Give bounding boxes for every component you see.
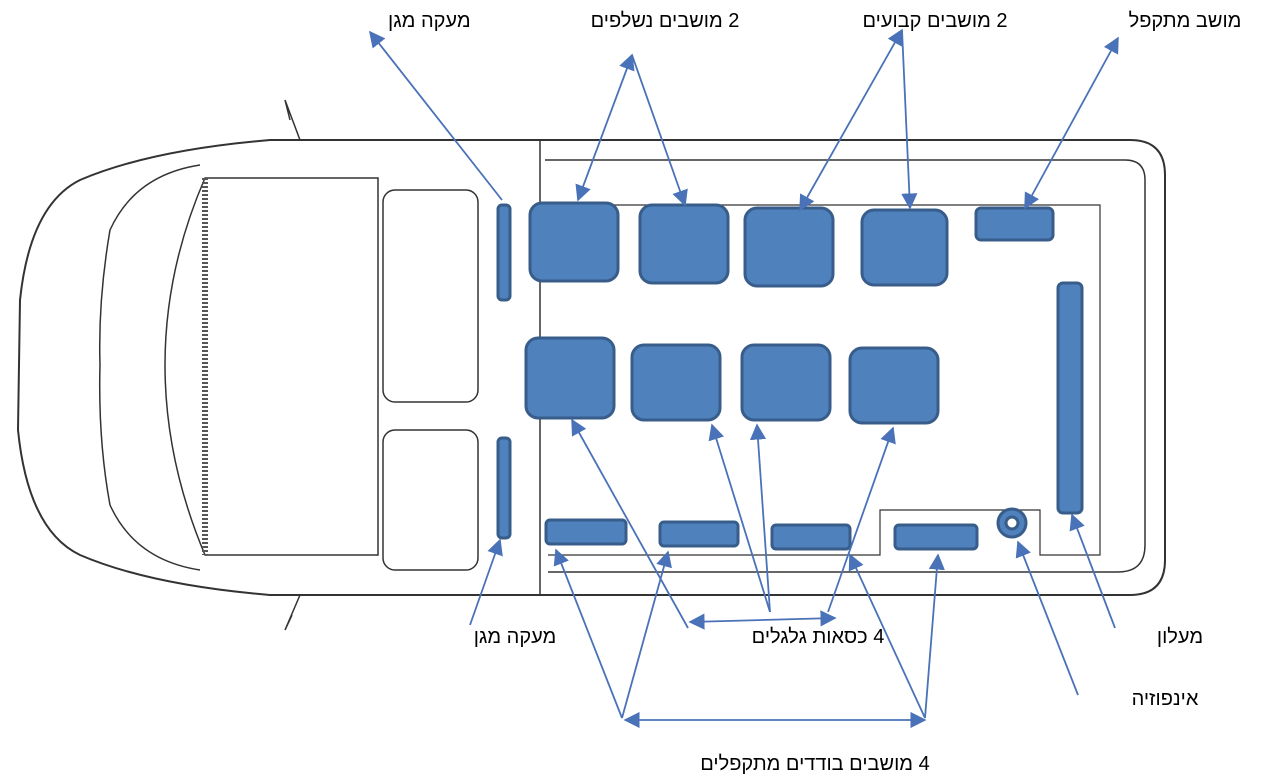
arrow-rail-top — [368, 30, 503, 201]
arrow-fixed-1 — [799, 28, 903, 212]
single-folding-seat-2 — [658, 520, 740, 548]
arrow-infusion — [1015, 540, 1079, 696]
label-folding-seat: מושב מתקפל — [1129, 10, 1242, 32]
single-folding-seat-1 — [544, 518, 628, 546]
arrow-fixed-2 — [901, 29, 918, 210]
single-folding-seat-3 — [770, 523, 852, 551]
wheelchair-4 — [848, 346, 940, 425]
arrow-wheel-4 — [827, 426, 896, 613]
passenger-seat — [382, 429, 479, 571]
label-stretcher: מעלון — [1157, 626, 1203, 648]
label-wheelchairs: 4 כסאות גלגלים — [752, 626, 885, 648]
cargo-body-outline — [540, 139, 1166, 596]
guard-rail-top — [496, 203, 512, 302]
labels: מעקה מגן 2 מושבים נשלפים 2 מושבים קבועים… — [388, 10, 1241, 775]
cargo-inner-outline — [545, 159, 1146, 573]
arrow-single-1 — [553, 548, 623, 719]
label-swivel-seats: 2 מושבים נשלפים — [591, 10, 740, 32]
arrow-swivel-1 — [575, 53, 635, 202]
fixed-seat-2 — [860, 208, 949, 287]
arrow-wheel-3 — [749, 423, 771, 613]
label-infusion: אינפוזיה — [1132, 688, 1199, 710]
arrow-folding — [1024, 36, 1119, 210]
arrow-single-4 — [924, 553, 945, 719]
hood-outline — [98, 164, 201, 571]
windshield-outline — [164, 177, 379, 556]
label-fixed-seats: 2 מושבים קבועים — [862, 10, 1007, 32]
wheelchair-3 — [740, 343, 832, 422]
cargo-floor-outline — [548, 204, 1101, 556]
equipment — [496, 201, 1084, 551]
wheelchair-2 — [630, 343, 722, 422]
guard-rail-bottom — [496, 436, 512, 540]
folding-seat — [974, 206, 1055, 242]
single-folding-seat-4 — [893, 523, 979, 551]
swivel-seat-1 — [528, 201, 620, 283]
label-rail-top: מעקה מגן — [388, 10, 471, 32]
stretcher-lift — [1056, 281, 1084, 515]
driver-seat — [382, 189, 479, 403]
arrow-wheel-1 — [571, 418, 689, 629]
arrow-rail-bottom — [469, 538, 503, 626]
callout-arrows — [368, 28, 1119, 729]
label-single-folding: 4 מושבים בודדים מתקפלים — [700, 753, 929, 775]
fixed-seat-1 — [743, 206, 835, 288]
arrow-swivel-2 — [631, 54, 688, 207]
arrow-single-2 — [621, 550, 672, 719]
right-mirror — [284, 594, 301, 631]
arrow-wheel-2 — [708, 423, 771, 613]
infusion-pole-inner — [1004, 515, 1020, 531]
left-mirror — [284, 99, 301, 141]
wheelchair-1 — [524, 336, 616, 420]
cab-outline — [16, 139, 540, 596]
arrow-single-3 — [848, 553, 926, 719]
label-rail-bottom: מעקה מגן — [474, 626, 557, 648]
arrow-wheel-base — [688, 610, 837, 630]
swivel-seat-2 — [638, 203, 730, 285]
arrow-stretcher — [1069, 513, 1116, 629]
